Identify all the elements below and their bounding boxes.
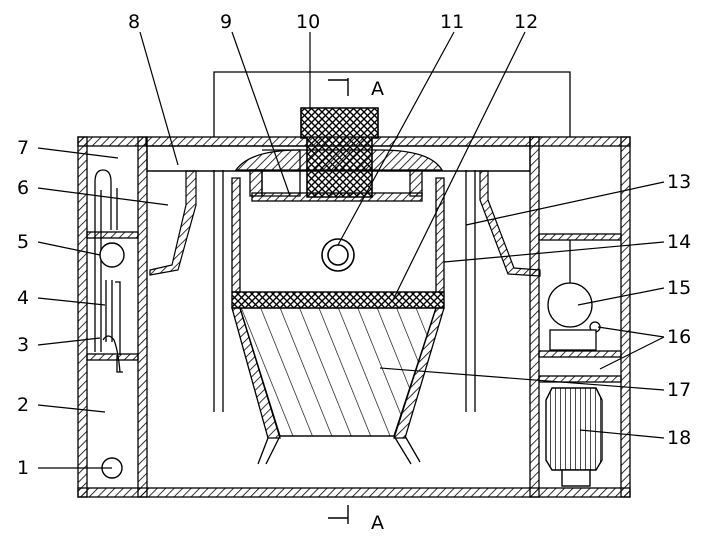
right-funnel [479,170,541,277]
label-14: 14 [667,231,691,253]
leader-lines [37,31,665,469]
section-mark-bottom-label: A [371,512,384,534]
label-10: 10 [296,11,320,33]
housing [77,136,631,498]
cone-body [231,307,445,465]
stopper [300,107,379,198]
label-17: 17 [667,379,691,401]
rear-frame [213,71,571,412]
label-16: 16 [667,326,691,348]
inlet-pipe [321,238,355,272]
upper-chamber [231,177,445,293]
label-7: 7 [17,137,29,159]
motor [545,387,603,487]
label-12: 12 [514,11,538,33]
label-13: 13 [667,171,691,193]
left-funnel [149,170,197,276]
label-6: 6 [17,177,29,199]
label-18: 18 [667,427,691,449]
section-mark-top [328,78,349,96]
section-mark-top-label: A [371,78,384,100]
label-5: 5 [17,231,29,253]
callout-labels: 1 2 3 4 5 6 7 8 9 10 11 12 13 14 15 16 1… [17,11,691,479]
label-15: 15 [667,277,691,299]
label-8: 8 [128,11,140,33]
label-1: 1 [17,457,29,479]
label-11: 11 [440,11,464,33]
gauge [99,242,125,268]
label-4: 4 [17,287,29,309]
filter-layer [231,291,445,309]
label-3: 3 [17,334,29,356]
pump [547,282,601,351]
level-tube [94,169,123,373]
label-9: 9 [220,11,232,33]
section-mark-bottom [328,505,349,524]
label-2: 2 [17,394,29,416]
